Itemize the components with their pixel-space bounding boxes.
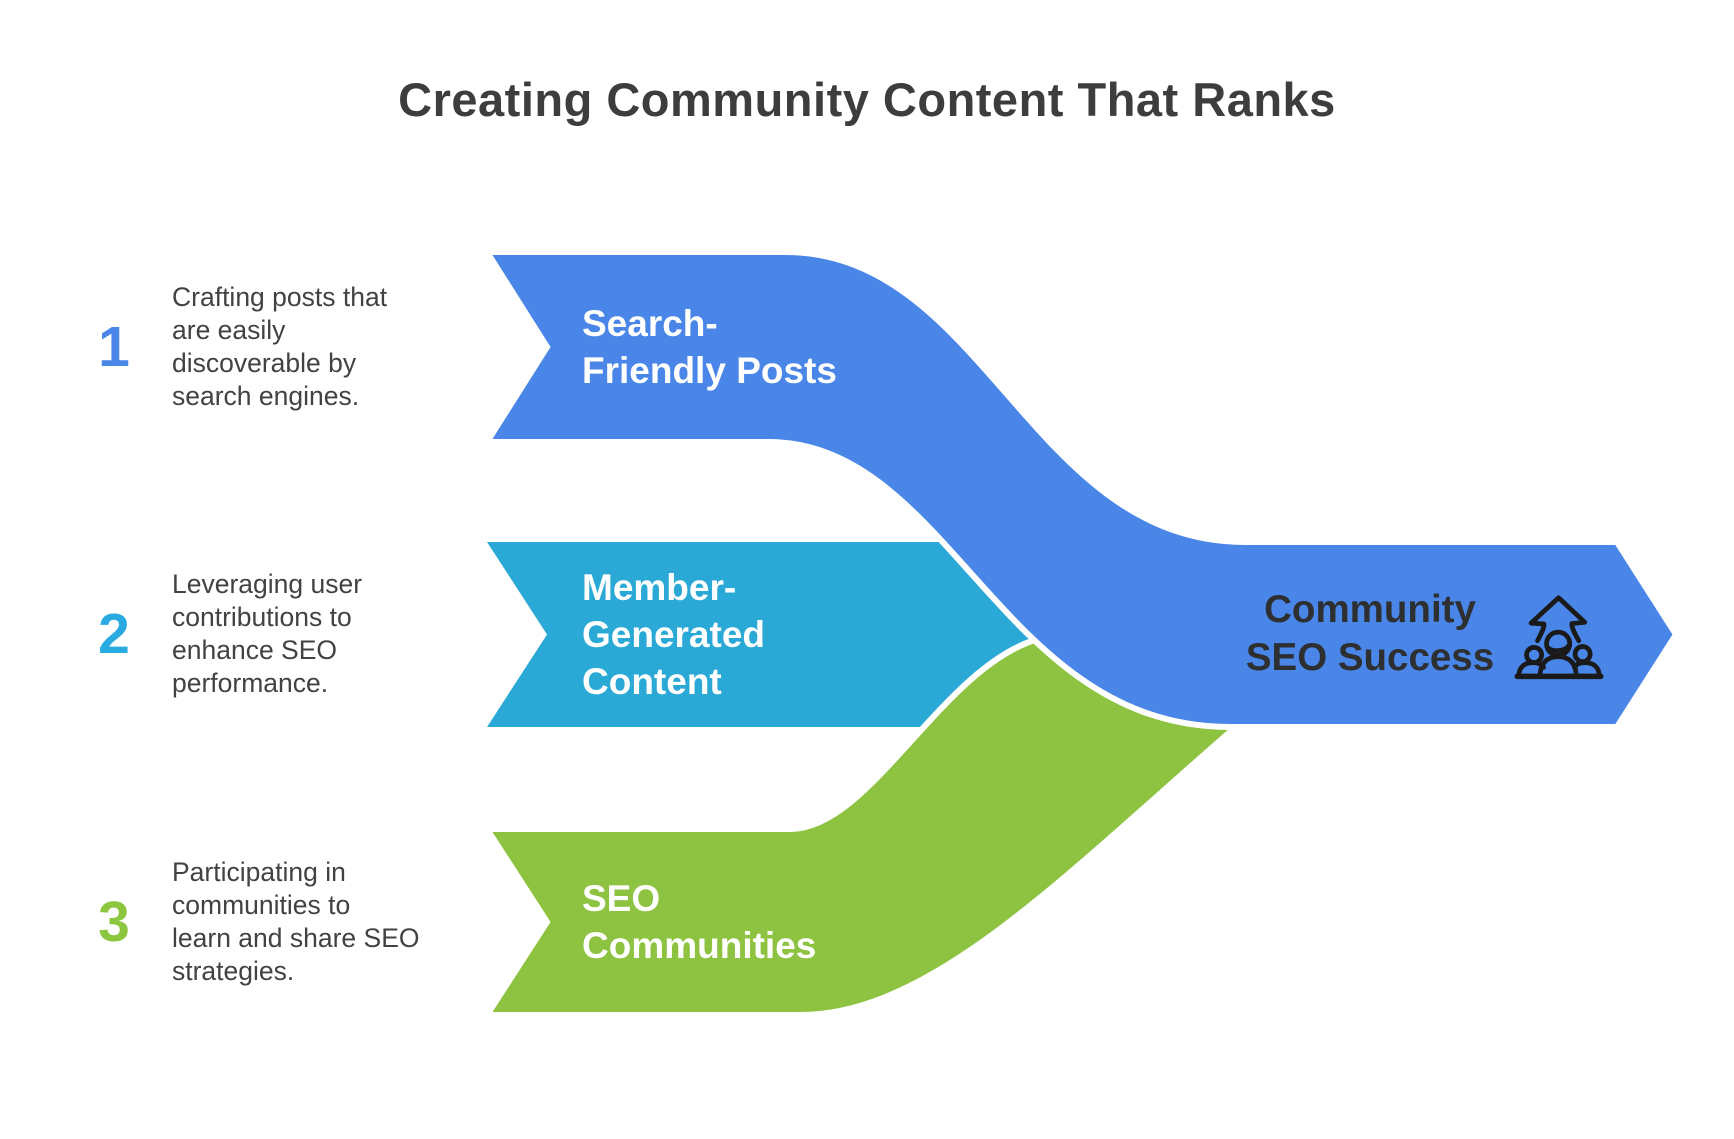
step-number-3: 3 xyxy=(98,890,130,954)
page-title: Creating Community Content That Ranks xyxy=(398,73,1336,126)
step-number-2: 2 xyxy=(98,602,130,666)
right-person-shoulders-icon xyxy=(1572,660,1602,679)
community-growth-icon xyxy=(1514,595,1604,680)
band-label-search-friendly-posts: Search- Friendly Posts xyxy=(582,303,837,391)
center-person-face-icon xyxy=(1545,643,1572,654)
band-search-friendly-posts-and-result-arrow xyxy=(481,249,1680,730)
band-label-seo-communities: SEO Communities xyxy=(582,878,817,966)
step-number-1: 1 xyxy=(98,315,130,379)
growth-arrow-icon xyxy=(1528,595,1588,644)
left-person-head-icon xyxy=(1524,644,1545,665)
left-person-shoulders-icon xyxy=(1516,660,1546,679)
result-label: Community SEO Success xyxy=(1245,588,1495,679)
right-person-head-icon xyxy=(1572,644,1593,664)
step-description-1: Crafting posts that are easily discovera… xyxy=(172,282,388,411)
step-description-3: Participating in communities to learn an… xyxy=(172,857,420,986)
step-description-2: Leveraging user contributions to enhance… xyxy=(172,569,363,698)
band-label-member-generated-content: Member- Generated Content xyxy=(582,567,766,702)
